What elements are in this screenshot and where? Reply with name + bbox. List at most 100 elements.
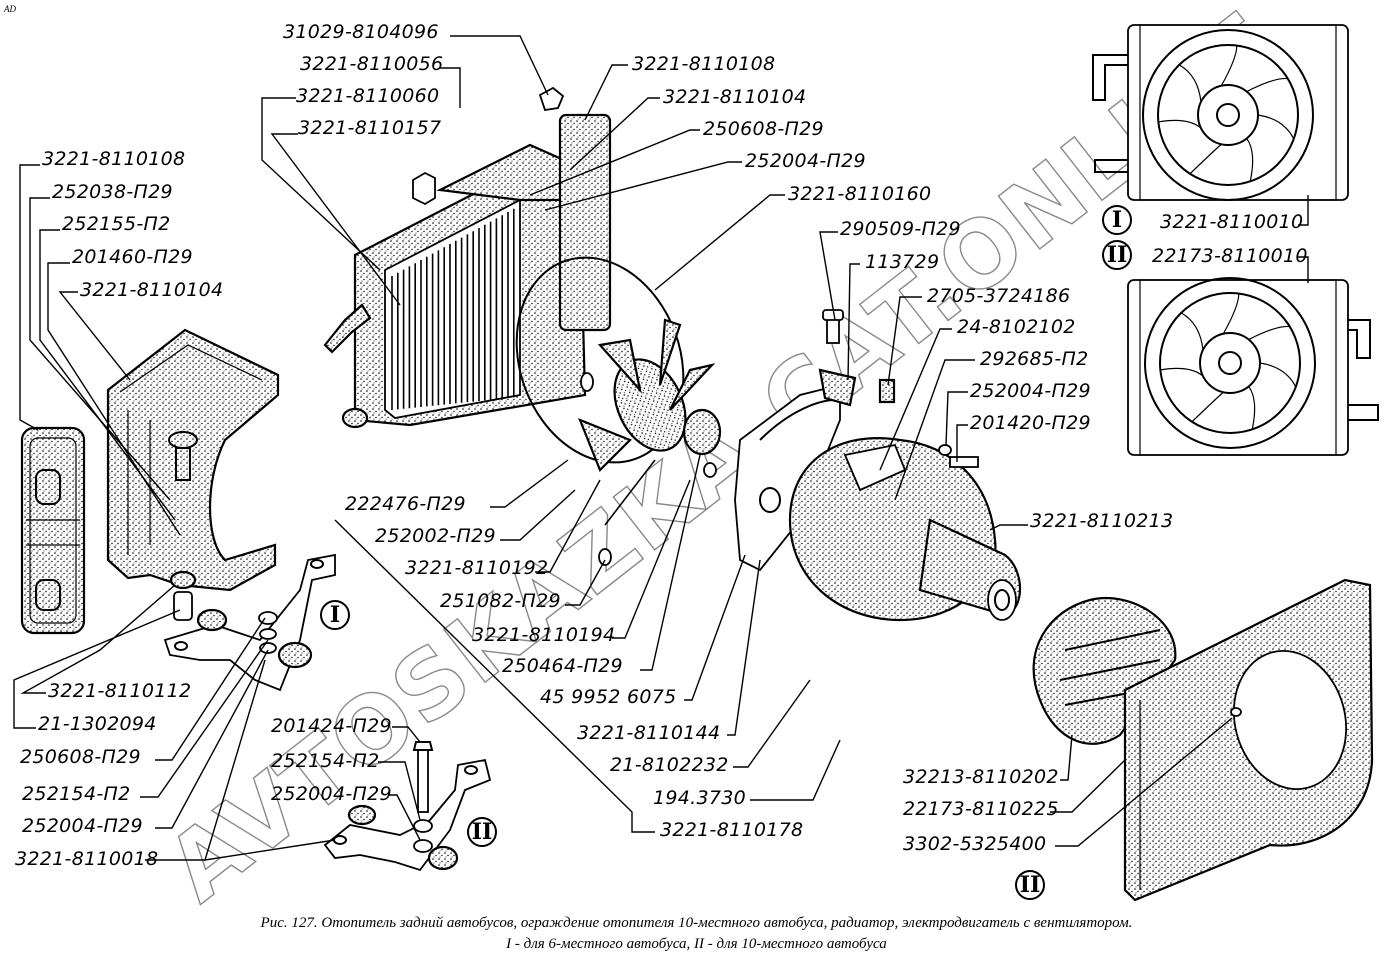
variant-marker-I: I bbox=[320, 600, 350, 630]
fan-blade bbox=[1248, 386, 1256, 430]
part-number-label: 3221-8110056 bbox=[300, 53, 443, 75]
fan-blade bbox=[1160, 367, 1204, 377]
bracket-variant-I-part bbox=[163, 553, 336, 692]
variant-marker-text: II bbox=[1107, 242, 1128, 268]
leader-line bbox=[155, 649, 269, 829]
fan-blade bbox=[1246, 77, 1288, 93]
fan-blade bbox=[1158, 119, 1202, 129]
leader-line bbox=[565, 559, 606, 606]
fan-blade bbox=[1222, 293, 1240, 335]
leader-line bbox=[956, 424, 968, 462]
leader-line bbox=[569, 97, 660, 171]
part-number-label: 3221-8110157 bbox=[298, 117, 441, 139]
part-number-label: 3221-8110104 bbox=[663, 86, 806, 108]
leader-line bbox=[140, 639, 269, 798]
fan-blade bbox=[1257, 114, 1295, 140]
blower-housing-part bbox=[788, 437, 1022, 622]
part-number-label: 252038-П29 bbox=[52, 181, 173, 203]
leader-line bbox=[584, 64, 628, 121]
variant-marker-text: I bbox=[1112, 207, 1122, 233]
part-number-label: 3221-8110104 bbox=[80, 279, 223, 301]
part-number-label: 252154-П2 bbox=[271, 750, 379, 772]
part-number-label: 3221-8110108 bbox=[632, 53, 775, 75]
part-number-label: 252004-П29 bbox=[271, 783, 392, 805]
leader-line bbox=[535, 479, 601, 573]
part-number-label: 201420-П29 bbox=[970, 412, 1091, 434]
part-number-label: 252004-П29 bbox=[22, 815, 143, 837]
leader-line bbox=[450, 35, 549, 96]
leader-line bbox=[654, 194, 785, 291]
part-number-label: 3221-8110213 bbox=[1030, 510, 1173, 532]
leader-line bbox=[490, 459, 569, 508]
part-number-label: 3302-5325400 bbox=[903, 833, 1046, 855]
part-number-label: 3221-8110192 bbox=[405, 557, 548, 579]
part-number-label: 21-1302094 bbox=[38, 713, 157, 735]
leader-line bbox=[727, 559, 761, 736]
part-number-label: 3221-8110144 bbox=[577, 722, 720, 744]
motor-terminal-parts bbox=[818, 309, 979, 468]
leader-line bbox=[612, 479, 691, 639]
radiator-part bbox=[323, 86, 612, 429]
fan-blade bbox=[1178, 64, 1202, 103]
part-number-label: 31029-8104096 bbox=[283, 21, 439, 43]
fan-blade bbox=[1220, 45, 1238, 87]
leader-line bbox=[378, 761, 421, 821]
variant-marker-II: II bbox=[1102, 240, 1132, 270]
heater-housing-left-part bbox=[106, 328, 280, 592]
part-number-label: 252002-П29 bbox=[375, 525, 496, 547]
fan-blade bbox=[1180, 312, 1204, 351]
fan-blade bbox=[1259, 362, 1297, 388]
leader-line bbox=[270, 133, 401, 306]
leader-line bbox=[334, 519, 655, 833]
grommet-part bbox=[169, 570, 197, 621]
part-number-label: 3221-8110194 bbox=[472, 624, 615, 646]
part-number-label: 252155-П2 bbox=[62, 213, 170, 235]
heater-shield-part bbox=[1123, 578, 1374, 902]
part-number-label: 3221-8110060 bbox=[296, 85, 439, 107]
fan-blade bbox=[1191, 391, 1224, 423]
part-number-label: 250464-П29 bbox=[502, 655, 623, 677]
leader-line bbox=[39, 229, 176, 521]
part-number-label: 201460-П29 bbox=[72, 246, 193, 268]
part-number-label: 201424-П29 bbox=[271, 715, 392, 737]
part-number-label: 3221-8110108 bbox=[42, 148, 185, 170]
leader-line bbox=[989, 524, 1028, 531]
fan-impeller-part bbox=[578, 318, 722, 472]
leader-line bbox=[261, 97, 381, 271]
part-number-label: 250608-П29 bbox=[20, 746, 141, 768]
part-number-label: 252004-П29 bbox=[745, 150, 866, 172]
part-number-label: 252154-П2 bbox=[22, 783, 130, 805]
variant-marker-text: II bbox=[1020, 872, 1041, 898]
fan-blade bbox=[1189, 143, 1222, 175]
figure-caption-line-1: Рис. 127. Отопитель задний автобусов, ог… bbox=[260, 915, 1133, 931]
part-number-label: 290509-П29 bbox=[840, 218, 961, 240]
heater-end-cap-part bbox=[20, 426, 86, 635]
leader-line bbox=[640, 454, 701, 671]
part-number-label: 21-8102232 bbox=[610, 754, 729, 776]
leader-line bbox=[887, 296, 922, 386]
part-number-label: 45 9952 6075 bbox=[540, 686, 677, 708]
variant-marker-I: I bbox=[1102, 205, 1132, 235]
leader-line bbox=[529, 129, 700, 196]
part-number-label: 292685-П2 bbox=[980, 348, 1088, 370]
leader-line bbox=[440, 67, 461, 108]
part-number-label: 250608-П29 bbox=[703, 118, 824, 140]
part-number-label: 3221-8110112 bbox=[48, 680, 191, 702]
leader-line bbox=[13, 609, 181, 729]
heater-view-variant-II bbox=[1127, 277, 1379, 456]
leader-line bbox=[155, 617, 266, 761]
variant-marker-II: II bbox=[467, 817, 497, 847]
part-number-label: 194.3730 bbox=[653, 787, 746, 809]
leader-line bbox=[894, 359, 975, 501]
part-number-label: 24-8102102 bbox=[957, 316, 1076, 338]
corner-mark: АD bbox=[4, 4, 16, 14]
leader-line bbox=[145, 659, 336, 861]
leader-line bbox=[945, 391, 968, 446]
leader-line bbox=[388, 794, 421, 841]
leader-line bbox=[1298, 256, 1309, 283]
figure-caption-line-2: I - для 6-местного автобуса, II - для 10… bbox=[506, 936, 887, 952]
leader-line bbox=[1055, 717, 1233, 847]
part-number-label: 22173-8110225 bbox=[903, 798, 1059, 820]
part-number-label: 3221-8110018 bbox=[15, 848, 158, 870]
